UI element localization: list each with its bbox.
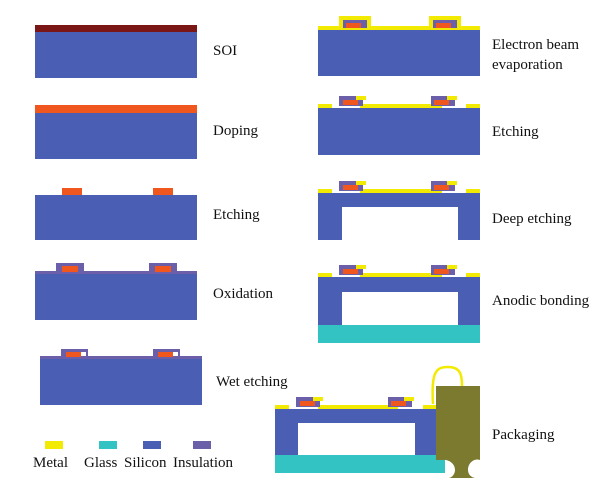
doped-pad-left: [300, 401, 315, 406]
step-label-ebeam-evaporation: Electron beam evaporation: [492, 37, 580, 73]
contact-window-left: [81, 352, 86, 356]
doped-pad-right: [436, 23, 451, 28]
metal-bridge: [360, 273, 442, 277]
step-label-etching: Etching: [213, 207, 260, 223]
legend-swatch-glass: [99, 441, 117, 449]
metal-edge-left: [318, 104, 332, 108]
step-label-metal-etching: Etching: [492, 124, 539, 140]
silicon-membrane: [318, 277, 480, 292]
doped-pad-left: [346, 23, 361, 28]
silicon-membrane: [275, 409, 445, 423]
silicon-leg-right: [458, 292, 480, 325]
silicon-layer: [40, 359, 202, 405]
doped-pad-left: [343, 185, 358, 190]
step-label-packaging: Packaging: [492, 427, 555, 443]
doped-pad-left: [343, 100, 358, 105]
doped-pad-left: [343, 269, 358, 274]
legend-swatch-metal: [45, 441, 63, 449]
silicon-layer: [35, 195, 197, 240]
doped-pad-right: [434, 269, 449, 274]
step-label-oxidation: Oxidation: [213, 286, 273, 302]
metal-edge-right: [466, 104, 480, 108]
metal-cap-right: [447, 181, 457, 185]
doped-pad-left: [62, 266, 78, 272]
step-soi-cross-section: [35, 25, 197, 78]
metal-cap-right: [447, 96, 457, 100]
step-metal-etching-cross-section: [318, 96, 480, 155]
step-anodic-bonding-cross-section: [318, 265, 480, 343]
step-label-doping: Doping: [213, 123, 258, 139]
step-ebeam-evaporation-cross-section: [318, 16, 480, 76]
metal-cap-right: [404, 397, 414, 401]
metal-cap-right: [447, 265, 457, 269]
metal-cap-left: [356, 265, 366, 269]
metal-edge-right: [466, 189, 480, 193]
soi-top-layer: [35, 25, 197, 32]
silicon-layer: [318, 108, 480, 155]
metal-layer: [318, 26, 480, 30]
legend-label-glass: Glass: [84, 455, 118, 471]
metal-cap-left: [356, 96, 366, 100]
silicon-layer: [35, 113, 197, 159]
doped-pad-right: [155, 266, 171, 272]
silicon-layer: [318, 29, 480, 76]
silicon-leg-right: [458, 207, 480, 240]
metal-edge-left: [318, 189, 332, 193]
silicon-layer: [35, 32, 197, 78]
glass-substrate: [318, 325, 480, 343]
doped-layer: [35, 105, 197, 113]
metal-cap-left: [356, 181, 366, 185]
step-doping-cross-section: [35, 105, 197, 159]
doped-pad-right: [391, 401, 406, 406]
silicon-leg-left: [275, 423, 298, 455]
step-label-soi: SOI: [213, 43, 238, 59]
contact-window-right: [173, 352, 178, 356]
doped-pad-right: [434, 100, 449, 105]
doped-pad-left: [66, 352, 81, 357]
insulation-layer: [35, 271, 197, 274]
doped-pad-right: [153, 188, 173, 195]
metal-bridge: [360, 189, 442, 193]
insulation-layer: [40, 356, 202, 359]
legend-label-silicon: Silicon: [124, 455, 167, 471]
metal-edge-right: [423, 405, 438, 409]
doped-pad-right: [434, 185, 449, 190]
glass-substrate: [275, 455, 445, 473]
silicon-membrane: [318, 193, 480, 207]
metal-edge-right: [466, 273, 480, 277]
step-packaging-cross-section: [275, 365, 480, 478]
bonding-wire: [431, 365, 464, 405]
silicon-layer: [35, 274, 197, 320]
metal-edge-left: [318, 273, 332, 277]
metal-edge-left: [275, 405, 289, 409]
silicon-leg-left: [318, 292, 342, 325]
step-label-anodic-bonding: Anodic bonding: [492, 293, 590, 309]
doped-pad-left: [62, 188, 82, 195]
legend-label-insulation: Insulation: [173, 455, 233, 471]
metal-cap-left: [313, 397, 323, 401]
step-wet-etching-cross-section: [40, 349, 202, 405]
doped-pad-right: [158, 352, 173, 357]
silicon-leg-left: [318, 207, 342, 240]
metal-bridge: [360, 104, 442, 108]
step-etching-cross-section: [35, 188, 197, 240]
step-oxidation-cross-section: [35, 263, 197, 320]
step-label-deep-etching: Deep etching: [492, 211, 572, 227]
metal-bridge: [318, 405, 398, 409]
step-deep-etching-cross-section: [318, 181, 480, 240]
step-label-wet-etching: Wet etching: [216, 374, 288, 390]
package-housing: [436, 386, 480, 478]
legend-label-metal: Metal: [33, 455, 68, 471]
legend-swatch-insulation: [193, 441, 211, 449]
legend-swatch-silicon: [143, 441, 161, 449]
